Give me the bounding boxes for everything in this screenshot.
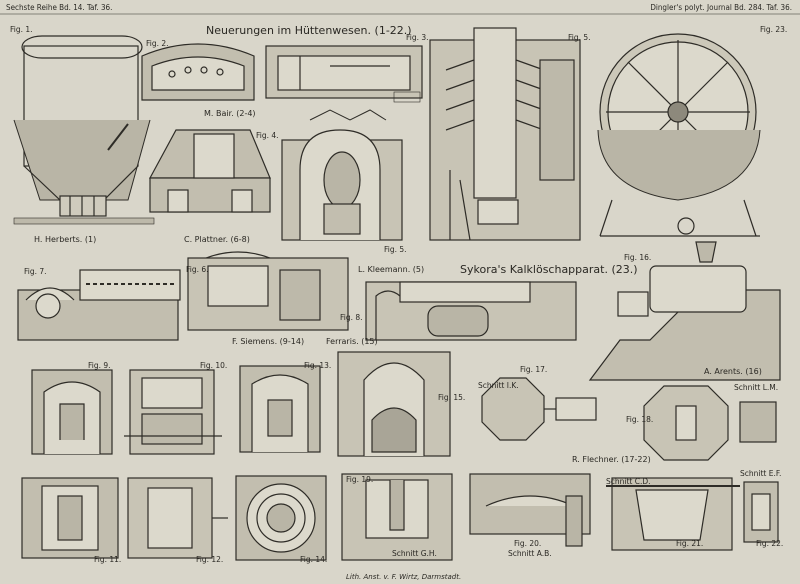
label-herberts: H. Herberts. (1) xyxy=(34,235,97,244)
label-ferraris: Ferraris. (15) xyxy=(326,337,378,346)
fig2-drawing xyxy=(141,43,255,101)
fig-label-11: Fig. 11. xyxy=(94,555,122,564)
label-siemens: F. Siemens. (9-14) xyxy=(232,337,305,346)
fig-label-15: Fig. 15. xyxy=(438,393,466,402)
fig-label-7: Fig. 7. xyxy=(24,267,47,276)
fig22-drawing xyxy=(743,481,779,543)
fig-label-12: Fig. 12. xyxy=(196,555,224,564)
footer-credit: Lith. Anst. v. F. Wirtz, Darmstadt. xyxy=(346,573,462,581)
fig17-drawing xyxy=(481,377,597,441)
section-lm: Schnitt L.M. xyxy=(734,383,779,392)
fig15-drawing xyxy=(337,351,451,457)
section-cd: Schnitt C.D. xyxy=(606,477,651,486)
fig13-drawing xyxy=(239,365,321,453)
fig16-drawing xyxy=(588,241,781,381)
label-kleemann: L. Kleemann. (5) xyxy=(358,265,425,274)
label-plattner: C. Plattner. (6-8) xyxy=(184,235,250,244)
header-right: Dingler's polyt. Journal Bd. 284. Taf. 3… xyxy=(650,3,792,12)
fig-label-4: Fig. 4. xyxy=(256,131,279,140)
fig5-drawing xyxy=(281,109,403,241)
fig10-drawing xyxy=(124,369,222,455)
fig20-drawing xyxy=(469,473,591,547)
fig14-drawing xyxy=(235,475,327,561)
fig9-drawing xyxy=(31,369,113,455)
section-ik: Schnitt I.K. xyxy=(478,381,519,390)
fig3-shaft-drawing xyxy=(429,27,581,241)
fig8-drawing xyxy=(365,281,577,341)
fig12-drawing xyxy=(127,477,228,559)
fig-label-19: Fig. 19. xyxy=(346,475,374,484)
fig-label-22: Fig. 22. xyxy=(756,539,784,548)
section-ab: Schnitt A.B. xyxy=(508,549,552,558)
fig-label-8: Fig. 8. xyxy=(340,313,363,322)
fig21-drawing xyxy=(606,477,740,551)
fig-label-5b: Fig. 5. xyxy=(384,245,407,254)
header-left: Sechste Reihe Bd. 14. Taf. 36. xyxy=(6,3,113,12)
fig-label-6: Fig. 6. xyxy=(186,265,209,274)
fig-label-2: Fig. 2. xyxy=(146,39,169,48)
fig7-drawing xyxy=(17,269,181,341)
section-gh: Schnitt G.H. xyxy=(392,549,437,558)
section-ef: Schnitt E.F. xyxy=(740,469,782,478)
fig-label-10: Fig. 10. xyxy=(200,361,228,370)
fig3-drawing xyxy=(265,45,423,103)
label-bair: M. Bair. (2-4) xyxy=(204,109,256,118)
fig-label-5a: Fig. 5. xyxy=(568,33,591,42)
fig18-drawing xyxy=(643,385,777,461)
fig23-drawing xyxy=(597,33,761,237)
fig-label-16: Fig. 16. xyxy=(624,253,652,262)
fig-label-14: Fig. 14. xyxy=(300,555,328,564)
fig-label-13: Fig. 13. xyxy=(304,361,332,370)
label-arents: A. Arents. (16) xyxy=(704,367,762,376)
fig-label-18: Fig. 18. xyxy=(626,415,654,424)
sykora-title: Sykora's Kalklöschapparat. (23.) xyxy=(460,263,638,276)
fig-label-20: Fig. 20. xyxy=(514,539,542,548)
fig-label-1: Fig. 1. xyxy=(10,25,33,34)
fig-label-23: Fig. 23. xyxy=(760,25,788,34)
fig19-drawing xyxy=(341,473,453,561)
fig11-drawing xyxy=(21,477,119,559)
fig-label-3: Fig. 3. xyxy=(406,33,429,42)
fig-label-17: Fig. 17. xyxy=(520,365,548,374)
fig-label-9: Fig. 9. xyxy=(88,361,111,370)
fig6-drawing xyxy=(187,251,349,331)
label-flechner: R. Flechner. (17-22) xyxy=(572,455,651,464)
main-title: Neuerungen im Hüttenwesen. (1-22.) xyxy=(206,24,412,37)
fig1-drawing xyxy=(13,35,155,225)
fig-label-21: Fig. 21. xyxy=(676,539,704,548)
fig4-drawing xyxy=(148,129,271,213)
